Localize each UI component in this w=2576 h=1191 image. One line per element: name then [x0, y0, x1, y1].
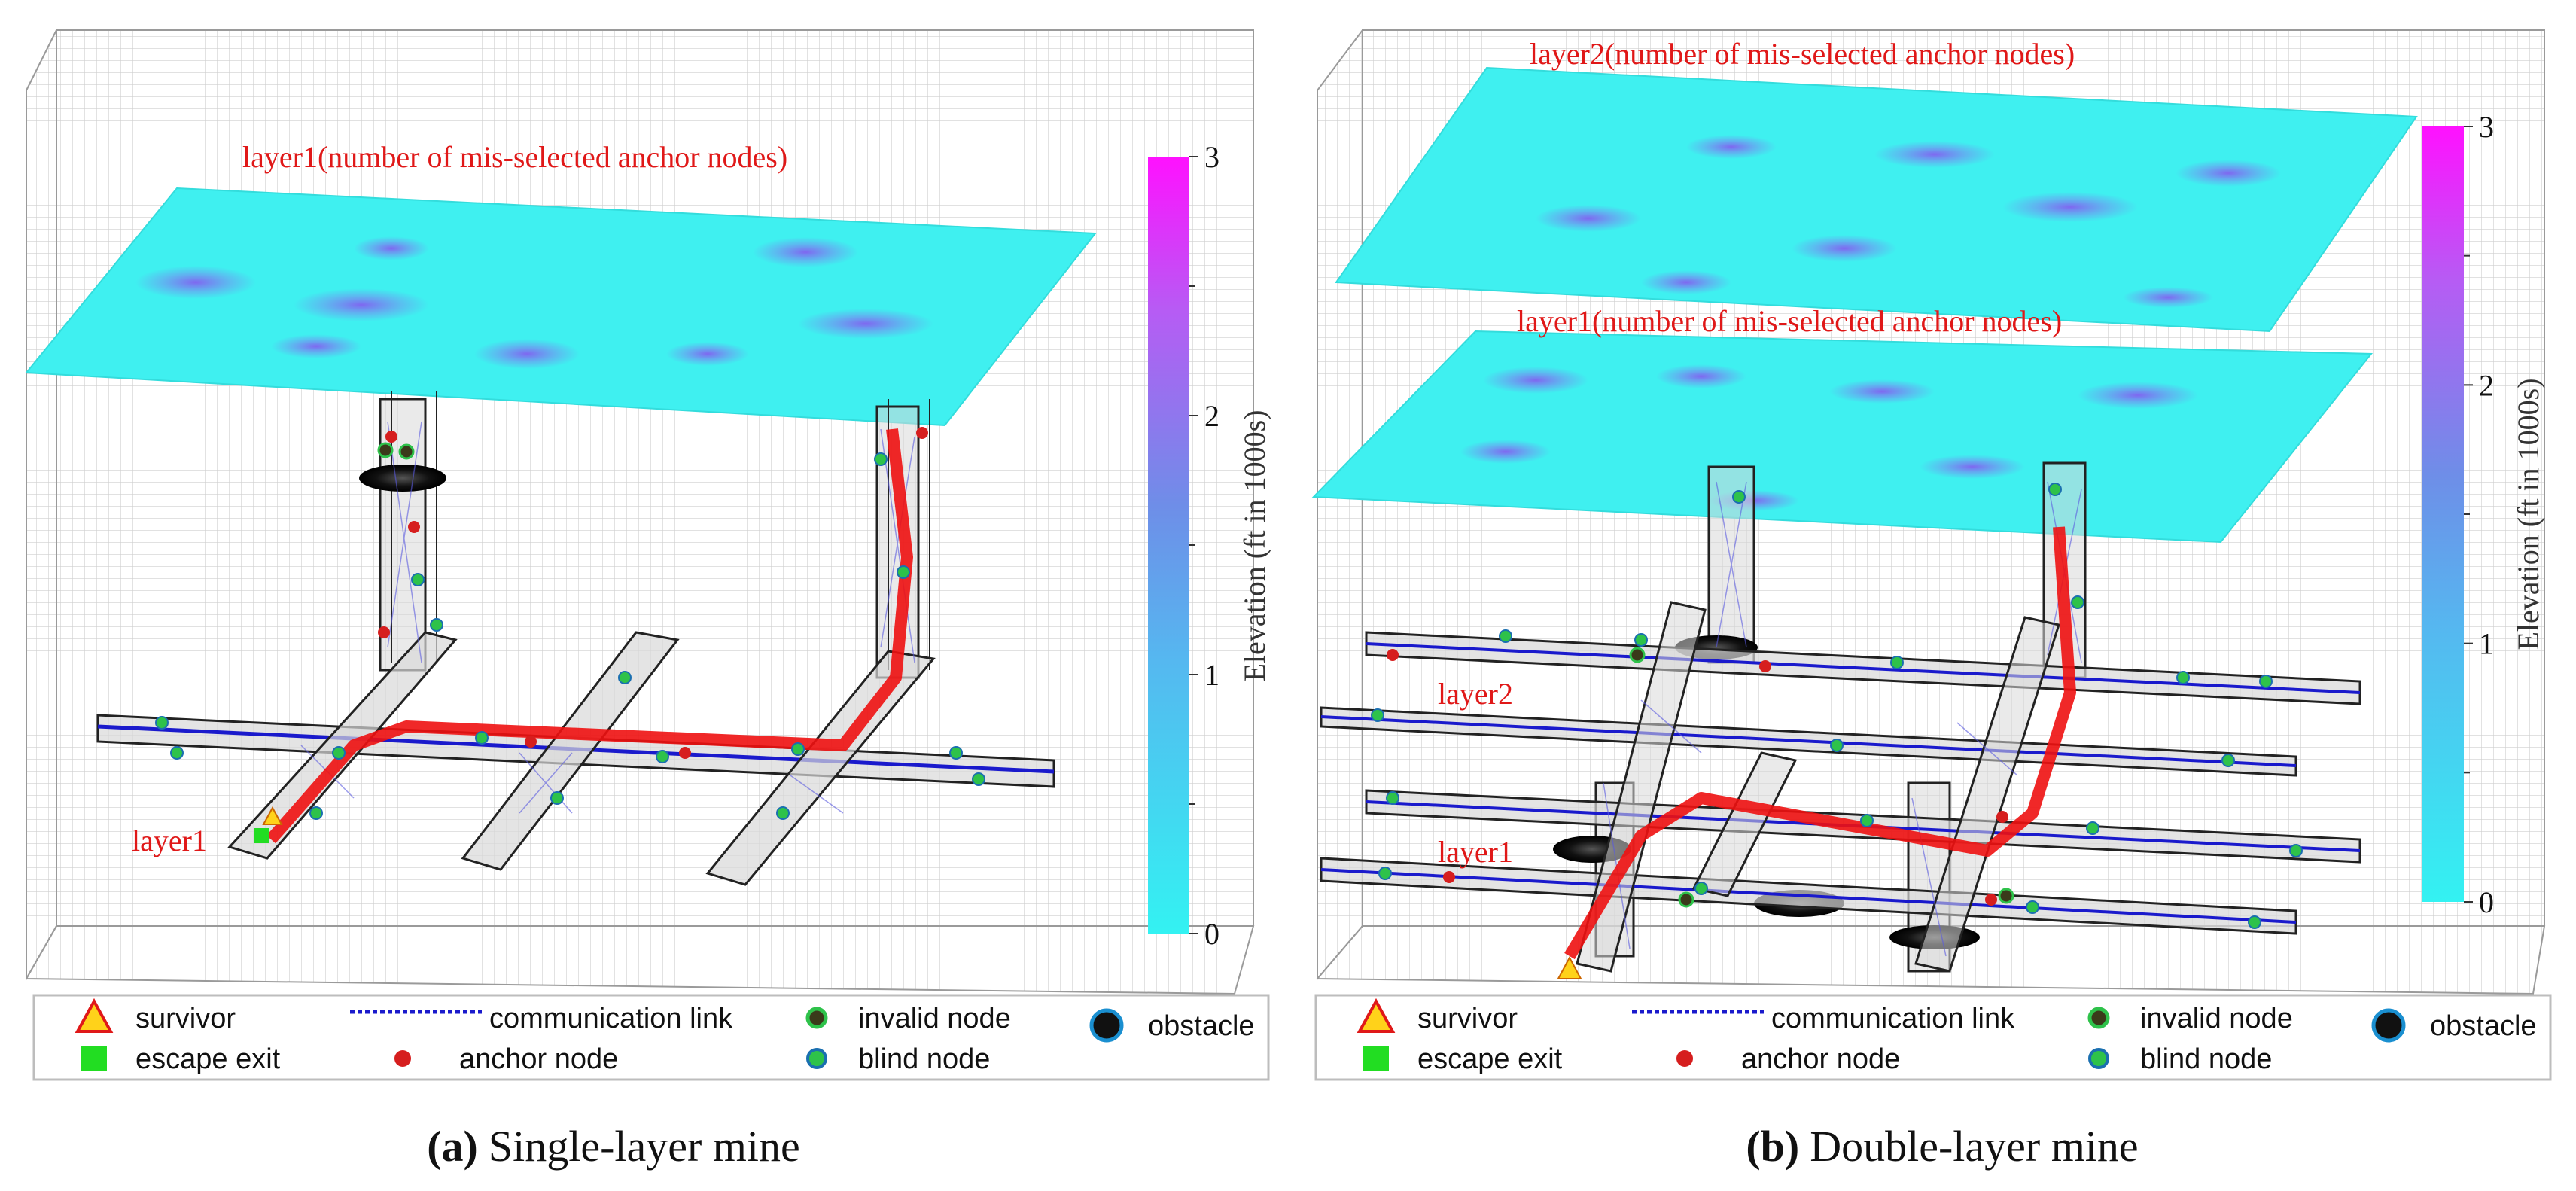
legend-label-obstacle: obstacle — [2430, 1010, 2537, 1042]
colorbar-bar — [2422, 126, 2464, 902]
colorbar-label: Elevation (ft in 1000s) — [2511, 378, 2545, 650]
legend-label-blind: blind node — [2140, 1043, 2272, 1075]
survivor-marker — [1557, 955, 1582, 979]
shaft-left — [359, 391, 446, 672]
surface-layer2 — [1335, 66, 2418, 333]
colorbar-bar — [1148, 157, 1189, 934]
nodes-panel-b — [1371, 483, 2303, 979]
legend-box — [32, 994, 1270, 1081]
colorbar-label: Elevation (ft in 1000s) — [1238, 410, 1271, 681]
nodes-panel-a — [155, 427, 985, 843]
colorbar-tick-label: 2 — [2479, 368, 2494, 402]
tunnel-label-layer1: layer1 — [1438, 835, 1513, 869]
tunnel-cross-2 — [461, 631, 680, 871]
colorbar-a: 0 1 2 3 Elevation (ft in 1000s) — [1148, 140, 1271, 951]
tunnels-b — [1320, 601, 2361, 973]
triangle-icon — [1357, 998, 1396, 1033]
colorbar-tick-label: 3 — [1204, 140, 1219, 174]
caption-a: (a)Single-layer mine — [427, 1122, 800, 1171]
tunnel-label-layer1: layer1 — [132, 824, 207, 857]
survivor-marker — [262, 806, 283, 825]
legend-b: survivor escape exit communication link anc… — [1314, 994, 2552, 1081]
square-icon — [1363, 1046, 1389, 1071]
caption-b: (b)Double-layer mine — [1746, 1122, 2138, 1171]
colorbar-tick-label: 1 — [2479, 627, 2494, 661]
grid-floor — [25, 925, 1255, 995]
legend-label-invalid: invalid node — [2140, 1003, 2293, 1034]
triangle-icon — [75, 998, 114, 1033]
tunnel-cross-1 — [227, 631, 458, 860]
red-dot-icon — [394, 1050, 411, 1067]
escape-exit — [254, 828, 269, 843]
communication-links — [300, 421, 915, 814]
colorbar-tick-label: 0 — [2479, 885, 2494, 919]
colorbar-tick-label: 2 — [1204, 399, 1219, 433]
invalid-dot-icon — [805, 1007, 828, 1029]
red-dot-icon — [1676, 1050, 1693, 1067]
obstacle-icon — [1089, 1008, 1124, 1043]
surface-label: layer1(number of mis-selected anchor nod… — [242, 140, 787, 174]
legend-label-blind: blind node — [858, 1043, 990, 1075]
blind-dot-icon — [806, 1048, 827, 1069]
obstacle-icon — [2371, 1008, 2406, 1043]
surface-peaks-layer2 — [1536, 135, 2281, 308]
tunnel-label-layer2: layer2 — [1438, 677, 1513, 711]
legend-label-anchor: anchor node — [459, 1043, 618, 1075]
legend-box — [1314, 994, 2552, 1081]
colorbar-tick-label: 3 — [2479, 110, 2494, 144]
legend-label-escape: escape exit — [1417, 1043, 1563, 1075]
surface-label-layer2: layer2(number of mis-selected anchor nod… — [1530, 37, 2075, 71]
grid-left-wall — [1317, 28, 1363, 981]
legend-label-link: communication link — [1771, 1003, 2015, 1034]
surface-peaks-layer1 — [1460, 364, 2198, 511]
rescue-path — [266, 428, 913, 844]
grid-left-wall — [26, 29, 57, 982]
rescue-path — [1564, 526, 2076, 960]
blind-dot-icon — [2088, 1048, 2109, 1069]
panel-a: layer1(number of mis-selected anchor nod… — [24, 29, 1271, 1171]
colorbar-tick-label: 1 — [1204, 658, 1219, 692]
legend-label-escape: escape exit — [135, 1043, 281, 1075]
legend-label-survivor: survivor — [1417, 1003, 1518, 1034]
legend-label-invalid: invalid node — [858, 1003, 1011, 1034]
legend-label-obstacle: obstacle — [1148, 1010, 1255, 1042]
colorbar-tick-label: 0 — [1204, 917, 1219, 951]
colorbar-b: 0 1 2 3 Elevation (ft in 1000s) — [2422, 110, 2545, 919]
square-icon — [81, 1046, 107, 1071]
surface-label-layer1: layer1(number of mis-selected anchor nod… — [1517, 304, 2062, 338]
legend-label-anchor: anchor node — [1741, 1043, 1900, 1075]
legend-label-survivor: survivor — [135, 1003, 236, 1034]
panel-b: layer2(number of mis-selected anchor nod… — [1311, 28, 2552, 1171]
surface-peaks — [135, 236, 933, 369]
invalid-dot-icon — [2087, 1007, 2110, 1029]
obstacle-icon — [359, 465, 446, 492]
legend-a: survivor escape exit communication link anc… — [32, 994, 1270, 1081]
legend-label-link: communication link — [489, 1003, 733, 1034]
